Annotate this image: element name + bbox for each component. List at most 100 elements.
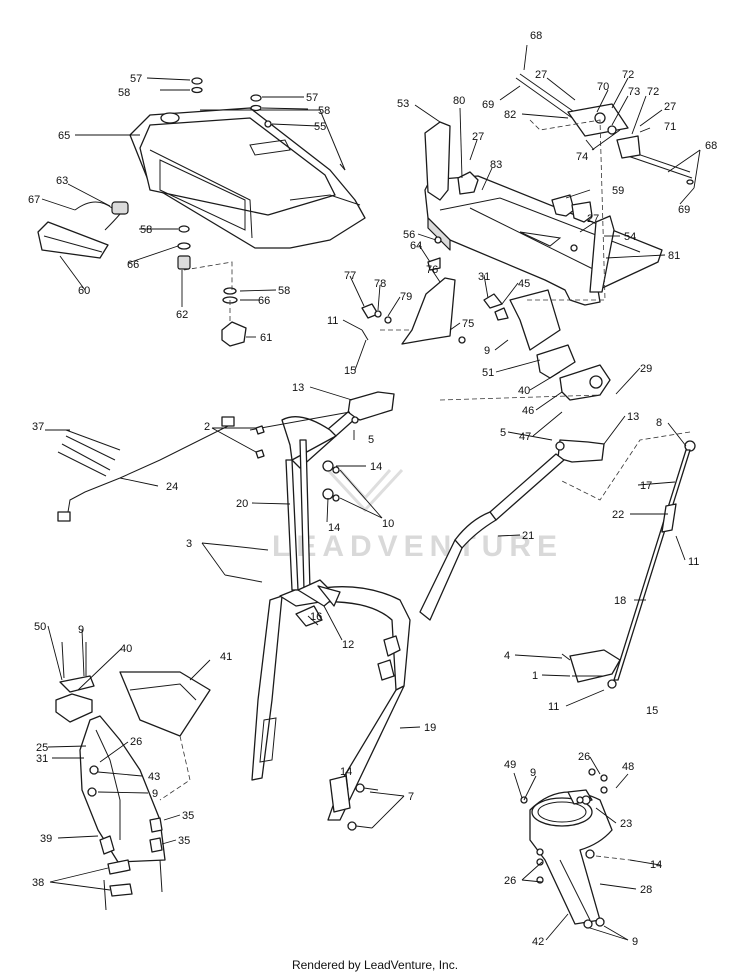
callout-82: 82 [504, 109, 516, 121]
callout-22: 22 [612, 509, 624, 521]
callout-8: 8 [656, 417, 662, 429]
callout-11a: 11 [327, 315, 338, 327]
callout-51: 51 [482, 367, 494, 379]
callout-26b: 26 [578, 751, 590, 763]
callout-13b: 13 [627, 411, 639, 423]
callout-2: 2 [204, 421, 210, 433]
callout-5a: 5 [368, 434, 374, 446]
callout-40b: 40 [120, 643, 132, 655]
callout-39: 39 [40, 833, 52, 845]
switch-hardware [177, 225, 247, 347]
callout-70: 70 [597, 81, 609, 93]
callout-25: 25 [36, 742, 48, 754]
callout-54: 54 [624, 231, 636, 243]
callout-18: 18 [614, 595, 626, 607]
callout-58a: 58 [118, 87, 130, 99]
callout-17: 17 [640, 480, 652, 492]
callout-65: 65 [58, 130, 70, 142]
callout-67: 67 [28, 194, 40, 206]
chute-control-brackets [361, 236, 611, 401]
callout-4: 4 [504, 650, 510, 662]
callout-79: 79 [400, 291, 412, 303]
callout-47: 47 [519, 431, 531, 443]
callout-10: 10 [382, 518, 394, 530]
callout-9c: 9 [152, 788, 158, 800]
lower-handle [251, 586, 411, 821]
panel-dashes [380, 119, 606, 401]
callout-40a: 40 [518, 385, 530, 397]
callout-21: 21 [522, 530, 534, 542]
callout-60: 60 [78, 285, 90, 297]
callout-57b: 57 [306, 92, 318, 104]
callout-46: 46 [522, 405, 534, 417]
chute-right [520, 768, 631, 929]
callout-37: 37 [32, 421, 44, 433]
dash-cover-shroud [129, 107, 366, 249]
callout-56: 56 [403, 229, 415, 241]
callout-69b: 69 [678, 204, 690, 216]
callout-26c: 26 [504, 875, 516, 887]
callout-11b: 11 [688, 556, 699, 568]
callout-68b: 68 [705, 140, 717, 152]
callout-66a: 66 [127, 259, 139, 271]
callout-9b: 9 [78, 624, 84, 636]
shift-rod [559, 431, 696, 689]
callout-12: 12 [342, 639, 354, 651]
callout-19: 19 [424, 722, 436, 734]
callout-26a: 26 [130, 736, 142, 748]
knobs [551, 194, 593, 252]
callout-71: 71 [664, 121, 676, 133]
callout-3: 3 [186, 538, 192, 550]
callout-31b: 31 [36, 753, 48, 765]
callout-11c: 11 [548, 701, 559, 713]
callout-35b: 35 [178, 835, 190, 847]
callout-16: 16 [310, 611, 322, 623]
chute-left [55, 641, 211, 911]
left-bracket [424, 121, 479, 201]
callout-27a: 27 [535, 69, 547, 81]
callout-9a: 9 [484, 345, 490, 357]
callout-14c: 14 [340, 766, 352, 778]
watermark-logo [326, 468, 404, 513]
callout-62: 62 [176, 309, 188, 321]
callout-76: 76 [426, 264, 438, 276]
callout-58c: 58 [140, 224, 152, 236]
upper-handle-right [351, 416, 605, 621]
callout-66b: 66 [258, 295, 270, 307]
callout-15b: 15 [646, 705, 658, 717]
callout-14a: 14 [370, 461, 382, 473]
callout-15a: 15 [344, 365, 356, 377]
callout-55: 55 [314, 121, 326, 133]
callout-48: 48 [622, 761, 634, 773]
callout-23: 23 [620, 818, 632, 830]
callout-73: 73 [628, 86, 640, 98]
callout-31a: 31 [478, 271, 490, 283]
callout-72b: 72 [647, 86, 659, 98]
callout-80: 80 [453, 95, 465, 107]
callout-27b: 27 [664, 101, 676, 113]
callout-42: 42 [532, 936, 544, 948]
callout-45: 45 [518, 278, 530, 290]
light-bulb-socket [74, 201, 129, 231]
headlight-lens [37, 221, 109, 259]
callout-72a: 72 [622, 69, 634, 81]
callout-7: 7 [408, 791, 414, 803]
callout-58b: 58 [318, 105, 330, 117]
callout-81: 81 [668, 250, 680, 262]
callout-64: 64 [410, 240, 422, 252]
callout-24: 24 [166, 481, 178, 493]
callout-57a: 57 [130, 73, 142, 85]
callout-5b: 5 [500, 427, 506, 439]
callout-74: 74 [576, 151, 588, 163]
callout-58d: 58 [278, 285, 290, 297]
callout-14b: 14 [328, 522, 340, 534]
leader-lines [41, 44, 701, 941]
right-bracket [589, 215, 615, 293]
callout-43: 43 [148, 771, 160, 783]
callout-78: 78 [374, 278, 386, 290]
callout-68a: 68 [530, 30, 542, 42]
callout-75: 75 [462, 318, 474, 330]
callout-20: 20 [236, 498, 248, 510]
callout-35a: 35 [182, 810, 194, 822]
